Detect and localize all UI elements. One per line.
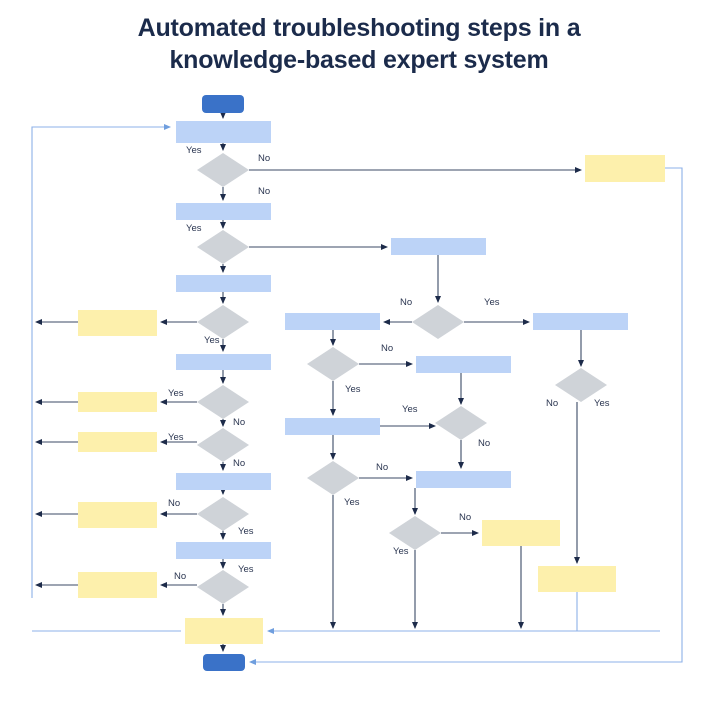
- edge-label-l2: No: [258, 153, 270, 164]
- edge-label-l5: Yes: [204, 335, 220, 346]
- edge-label-l24: No: [459, 512, 471, 523]
- node-process-p3[interactable]: [176, 275, 271, 292]
- node-output-final[interactable]: [185, 618, 263, 644]
- edge-label-l12: Yes: [238, 564, 254, 575]
- node-decision-d13[interactable]: [389, 516, 441, 550]
- node-end-terminal[interactable]: [203, 654, 245, 671]
- edge-otop-to-end: [249, 167, 683, 665]
- edge-label-l3: No: [258, 186, 270, 197]
- edge-labels-layer: Yes No No Yes Yes Yes No Yes No No Yes Y…: [168, 145, 610, 582]
- node-process-p11[interactable]: [285, 418, 380, 435]
- page-title-line-1: Automated troubleshooting steps in a: [137, 14, 581, 42]
- node-decision-d12[interactable]: [307, 461, 359, 495]
- node-process-p7[interactable]: [391, 238, 486, 255]
- node-output-o5[interactable]: [78, 572, 157, 598]
- node-decision-d11[interactable]: [435, 406, 487, 440]
- edge-label-l8: Yes: [168, 432, 184, 443]
- edge-label-l11: Yes: [238, 526, 254, 537]
- node-output-top-right[interactable]: [585, 155, 665, 182]
- node-process-p5[interactable]: [176, 473, 271, 490]
- edge-label-l6: Yes: [168, 388, 184, 399]
- node-decision-d2[interactable]: [197, 230, 249, 264]
- edge-label-l20: Yes: [402, 404, 418, 415]
- node-decision-d10[interactable]: [555, 368, 607, 402]
- edge-left-spine-to-p1: [31, 124, 171, 336]
- node-decision-d4[interactable]: [197, 385, 249, 419]
- node-decision-d5[interactable]: [197, 428, 249, 462]
- edge-label-l13: No: [174, 571, 186, 582]
- node-process-p12[interactable]: [416, 471, 511, 488]
- edge-label-l14: No: [400, 297, 412, 308]
- return-connectors: [31, 124, 683, 665]
- nodes-layer: [78, 95, 665, 671]
- node-decision-d1[interactable]: [197, 153, 249, 187]
- edge-label-l10: No: [168, 498, 180, 509]
- edge-label-l7: No: [233, 417, 245, 428]
- edge-label-l19: Yes: [594, 398, 610, 409]
- node-output-o2[interactable]: [78, 392, 157, 412]
- node-process-p6[interactable]: [176, 542, 271, 559]
- edge-label-l1: Yes: [186, 145, 202, 156]
- node-process-p2[interactable]: [176, 203, 271, 220]
- node-process-p4[interactable]: [176, 354, 271, 370]
- edge-label-l4: Yes: [186, 223, 202, 234]
- node-decision-d9[interactable]: [307, 347, 359, 381]
- edge-label-l25: Yes: [393, 546, 409, 557]
- node-process-p9[interactable]: [533, 313, 628, 330]
- page-title: Automated troubleshooting steps in a kno…: [0, 12, 718, 76]
- node-output-o7[interactable]: [538, 566, 616, 592]
- node-start-terminal[interactable]: [202, 95, 244, 113]
- edge-label-l15: Yes: [484, 297, 500, 308]
- edge-label-l21: No: [478, 438, 490, 449]
- node-process-p10[interactable]: [416, 356, 511, 373]
- node-output-o6[interactable]: [482, 520, 560, 546]
- node-process-p8[interactable]: [285, 313, 380, 330]
- page-title-line-2: knowledge-based expert system: [169, 46, 549, 74]
- edge-label-l16: No: [381, 343, 393, 354]
- edge-label-l9: No: [233, 458, 245, 469]
- node-process-p1[interactable]: [176, 121, 271, 143]
- node-decision-d3[interactable]: [197, 305, 249, 339]
- node-decision-d8[interactable]: [412, 305, 464, 339]
- node-output-o1[interactable]: [78, 310, 157, 336]
- edge-label-l17: Yes: [345, 384, 361, 395]
- main-connectors: [35, 112, 584, 652]
- edge-label-l22: No: [376, 462, 388, 473]
- edge-label-l18: No: [546, 398, 558, 409]
- node-output-o3[interactable]: [78, 432, 157, 452]
- node-decision-d7[interactable]: [197, 570, 249, 604]
- node-decision-d6[interactable]: [197, 497, 249, 531]
- node-output-o4[interactable]: [78, 502, 157, 528]
- edge-label-l23: Yes: [344, 497, 360, 508]
